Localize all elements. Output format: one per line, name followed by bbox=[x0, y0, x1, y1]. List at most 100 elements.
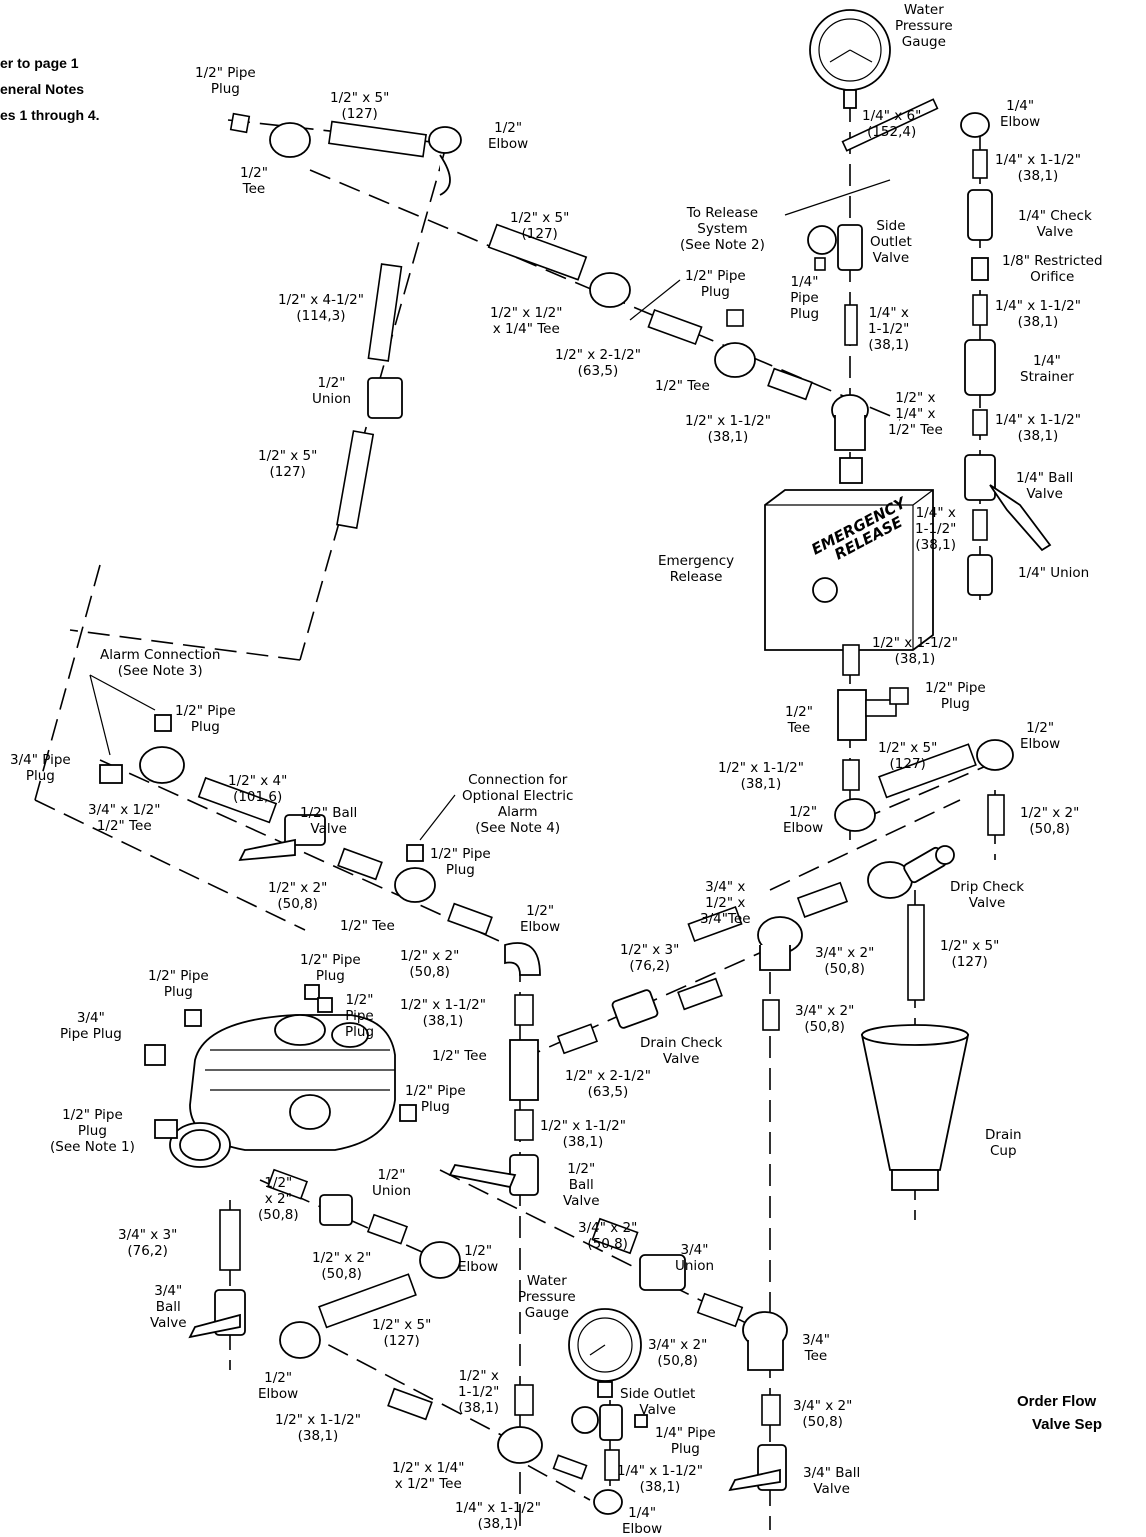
label-line: 1/4" x bbox=[895, 406, 936, 422]
label-line: 1/2" x bbox=[705, 895, 746, 911]
label-line: Strainer bbox=[1020, 369, 1074, 385]
label-tee-half-quarter: 1/2" x 1/2"x 1/4" Tee bbox=[490, 305, 562, 337]
label-line: Ball bbox=[568, 1177, 594, 1193]
label-elbow-quarter-low: 1/4"Elbow bbox=[622, 1505, 662, 1537]
label-line: Valve bbox=[563, 1193, 600, 1209]
label-pipe-3: 1/2" x 3"(76,2) bbox=[620, 942, 679, 974]
label-line: 3/4" Pipe bbox=[10, 752, 71, 768]
label-elbow-low-mid: 1/2"Elbow bbox=[458, 1243, 498, 1275]
label-line: Union bbox=[372, 1183, 412, 1199]
label-line: Emergency bbox=[658, 553, 735, 569]
label-pipe-5-mid: 1/2" x 5"(127) bbox=[510, 210, 569, 242]
label-line: 1/4" x 1-1/2" bbox=[995, 152, 1081, 168]
label-line: 3/4" Ball bbox=[803, 1465, 861, 1481]
label-line: 1/2" bbox=[526, 903, 555, 919]
side-outlet-valve-top bbox=[807, 98, 990, 346]
label-line: 1/2" x 5" bbox=[940, 938, 1000, 954]
label-line: 1/4" Union bbox=[1018, 565, 1090, 581]
label-line: 1/4" x 1-1/2" bbox=[995, 412, 1081, 428]
label-line: (152,4) bbox=[867, 124, 917, 140]
label-elbow-right-low: 1/2"Elbow bbox=[783, 804, 823, 836]
label-line: 1/2" x 2" bbox=[312, 1250, 372, 1266]
label-line: 1/2" Pipe bbox=[405, 1083, 466, 1099]
label-line: 1/2" Tee bbox=[888, 422, 943, 438]
label-pipe-34-3: 3/4" x 3"(76,2) bbox=[118, 1227, 177, 1259]
label-line: 1/4" x 1-1/2" bbox=[995, 298, 1081, 314]
label-line: Pressure bbox=[518, 1289, 576, 1305]
label-line: Plug bbox=[163, 984, 193, 1000]
label-tee-low: 1/2" x 1/4"x 1/2" Tee bbox=[392, 1460, 464, 1492]
label-line: (38,1) bbox=[915, 537, 956, 553]
label-line: 1/2" x 4-1/2" bbox=[278, 292, 364, 308]
label-line: (38,1) bbox=[458, 1400, 499, 1416]
label-line: (50,8) bbox=[587, 1236, 628, 1252]
label-line: (38,1) bbox=[1017, 428, 1059, 444]
label-line: Valve bbox=[662, 1051, 700, 1067]
figure-caption: Order Flow Valve Sep bbox=[1017, 1390, 1102, 1436]
label-line: (101,6) bbox=[233, 789, 283, 805]
label-line: Elbow bbox=[1020, 736, 1061, 752]
label-line: To Release bbox=[686, 205, 759, 221]
label-line: 1/2" bbox=[377, 1167, 406, 1183]
label-line: 1/2" Pipe bbox=[62, 1107, 123, 1123]
label-line: Cup bbox=[989, 1143, 1017, 1159]
label-line: Elbow bbox=[622, 1521, 663, 1537]
label-line: (See Note 2) bbox=[680, 237, 765, 253]
label-line: Elbow bbox=[520, 919, 561, 935]
label-line: (50,8) bbox=[258, 1207, 299, 1223]
label-line: 1/2" bbox=[345, 992, 374, 1008]
label-line: 1/2" bbox=[264, 1370, 293, 1386]
label-line: 1/2" bbox=[1026, 720, 1055, 736]
label-pipe-4: 1/2" x 4"(101,6) bbox=[228, 773, 287, 805]
label-line: Elbow bbox=[488, 136, 529, 152]
label-line: Valve bbox=[639, 1402, 676, 1418]
label-line: Tee bbox=[787, 720, 811, 736]
label-line: (50,8) bbox=[824, 961, 865, 977]
label-line: Valve bbox=[872, 250, 910, 266]
label-line: 1/2" x 2-1/2" bbox=[555, 347, 641, 363]
label-line: 1/2" Pipe bbox=[148, 968, 209, 984]
label-line: (38,1) bbox=[297, 1428, 339, 1444]
label-line: 1/2" x 1/4" bbox=[392, 1460, 465, 1476]
label-strainer: 1/4"Strainer bbox=[1020, 353, 1074, 385]
label-line: 1/2" x 1-1/2" bbox=[685, 413, 771, 429]
label-line: 1/4" Check bbox=[1018, 208, 1092, 224]
label-line: Alarm bbox=[497, 804, 538, 820]
label-line: (50,8) bbox=[1029, 821, 1070, 837]
label-line: 3/4" bbox=[680, 1242, 709, 1258]
label-line: 3/4"Tee bbox=[700, 911, 751, 927]
label-line: Union bbox=[312, 391, 352, 407]
label-line: (114,3) bbox=[296, 308, 346, 324]
label-line: (38,1) bbox=[562, 1134, 604, 1150]
label-line: (76,2) bbox=[127, 1243, 168, 1259]
label-line: (127) bbox=[383, 1333, 420, 1349]
label-line: 1/2" Tee bbox=[655, 378, 710, 394]
label-line: (38,1) bbox=[477, 1516, 519, 1532]
general-note-line: eneral Notes bbox=[0, 81, 85, 97]
label-line: 1/2" Pipe bbox=[175, 703, 236, 719]
label-line: 1/2" bbox=[567, 1161, 596, 1177]
label-line: Plug bbox=[420, 1099, 450, 1115]
label-line: 1/2" x 2-1/2" bbox=[565, 1068, 651, 1084]
label-line: (38,1) bbox=[740, 776, 782, 792]
label-line: Outlet bbox=[870, 234, 912, 250]
label-tee-right: 1/2"Tee bbox=[785, 704, 813, 736]
label-line: 3/4" bbox=[802, 1332, 830, 1348]
label-pipe-4-5: 1/2" x 4-1/2"(114,3) bbox=[278, 292, 364, 324]
label-line: 1/2" x 5" bbox=[258, 448, 318, 464]
label-line: 1/4" x 1-1/2" bbox=[617, 1463, 703, 1479]
label-line: 1/2" x 5" bbox=[330, 90, 390, 106]
label-pipe-2-c: 1/2"x 2"(50,8) bbox=[258, 1175, 299, 1223]
label-line: 1/2" Pipe bbox=[925, 680, 986, 696]
label-pipe-112-e: 1/2" x 1-1/2"(38,1) bbox=[540, 1118, 626, 1150]
label-pipe-112-a: 1/2" x 1-1/2"(38,1) bbox=[685, 413, 771, 445]
left-vertical-pipes bbox=[336, 263, 403, 529]
label-line: Valve bbox=[813, 1481, 850, 1497]
